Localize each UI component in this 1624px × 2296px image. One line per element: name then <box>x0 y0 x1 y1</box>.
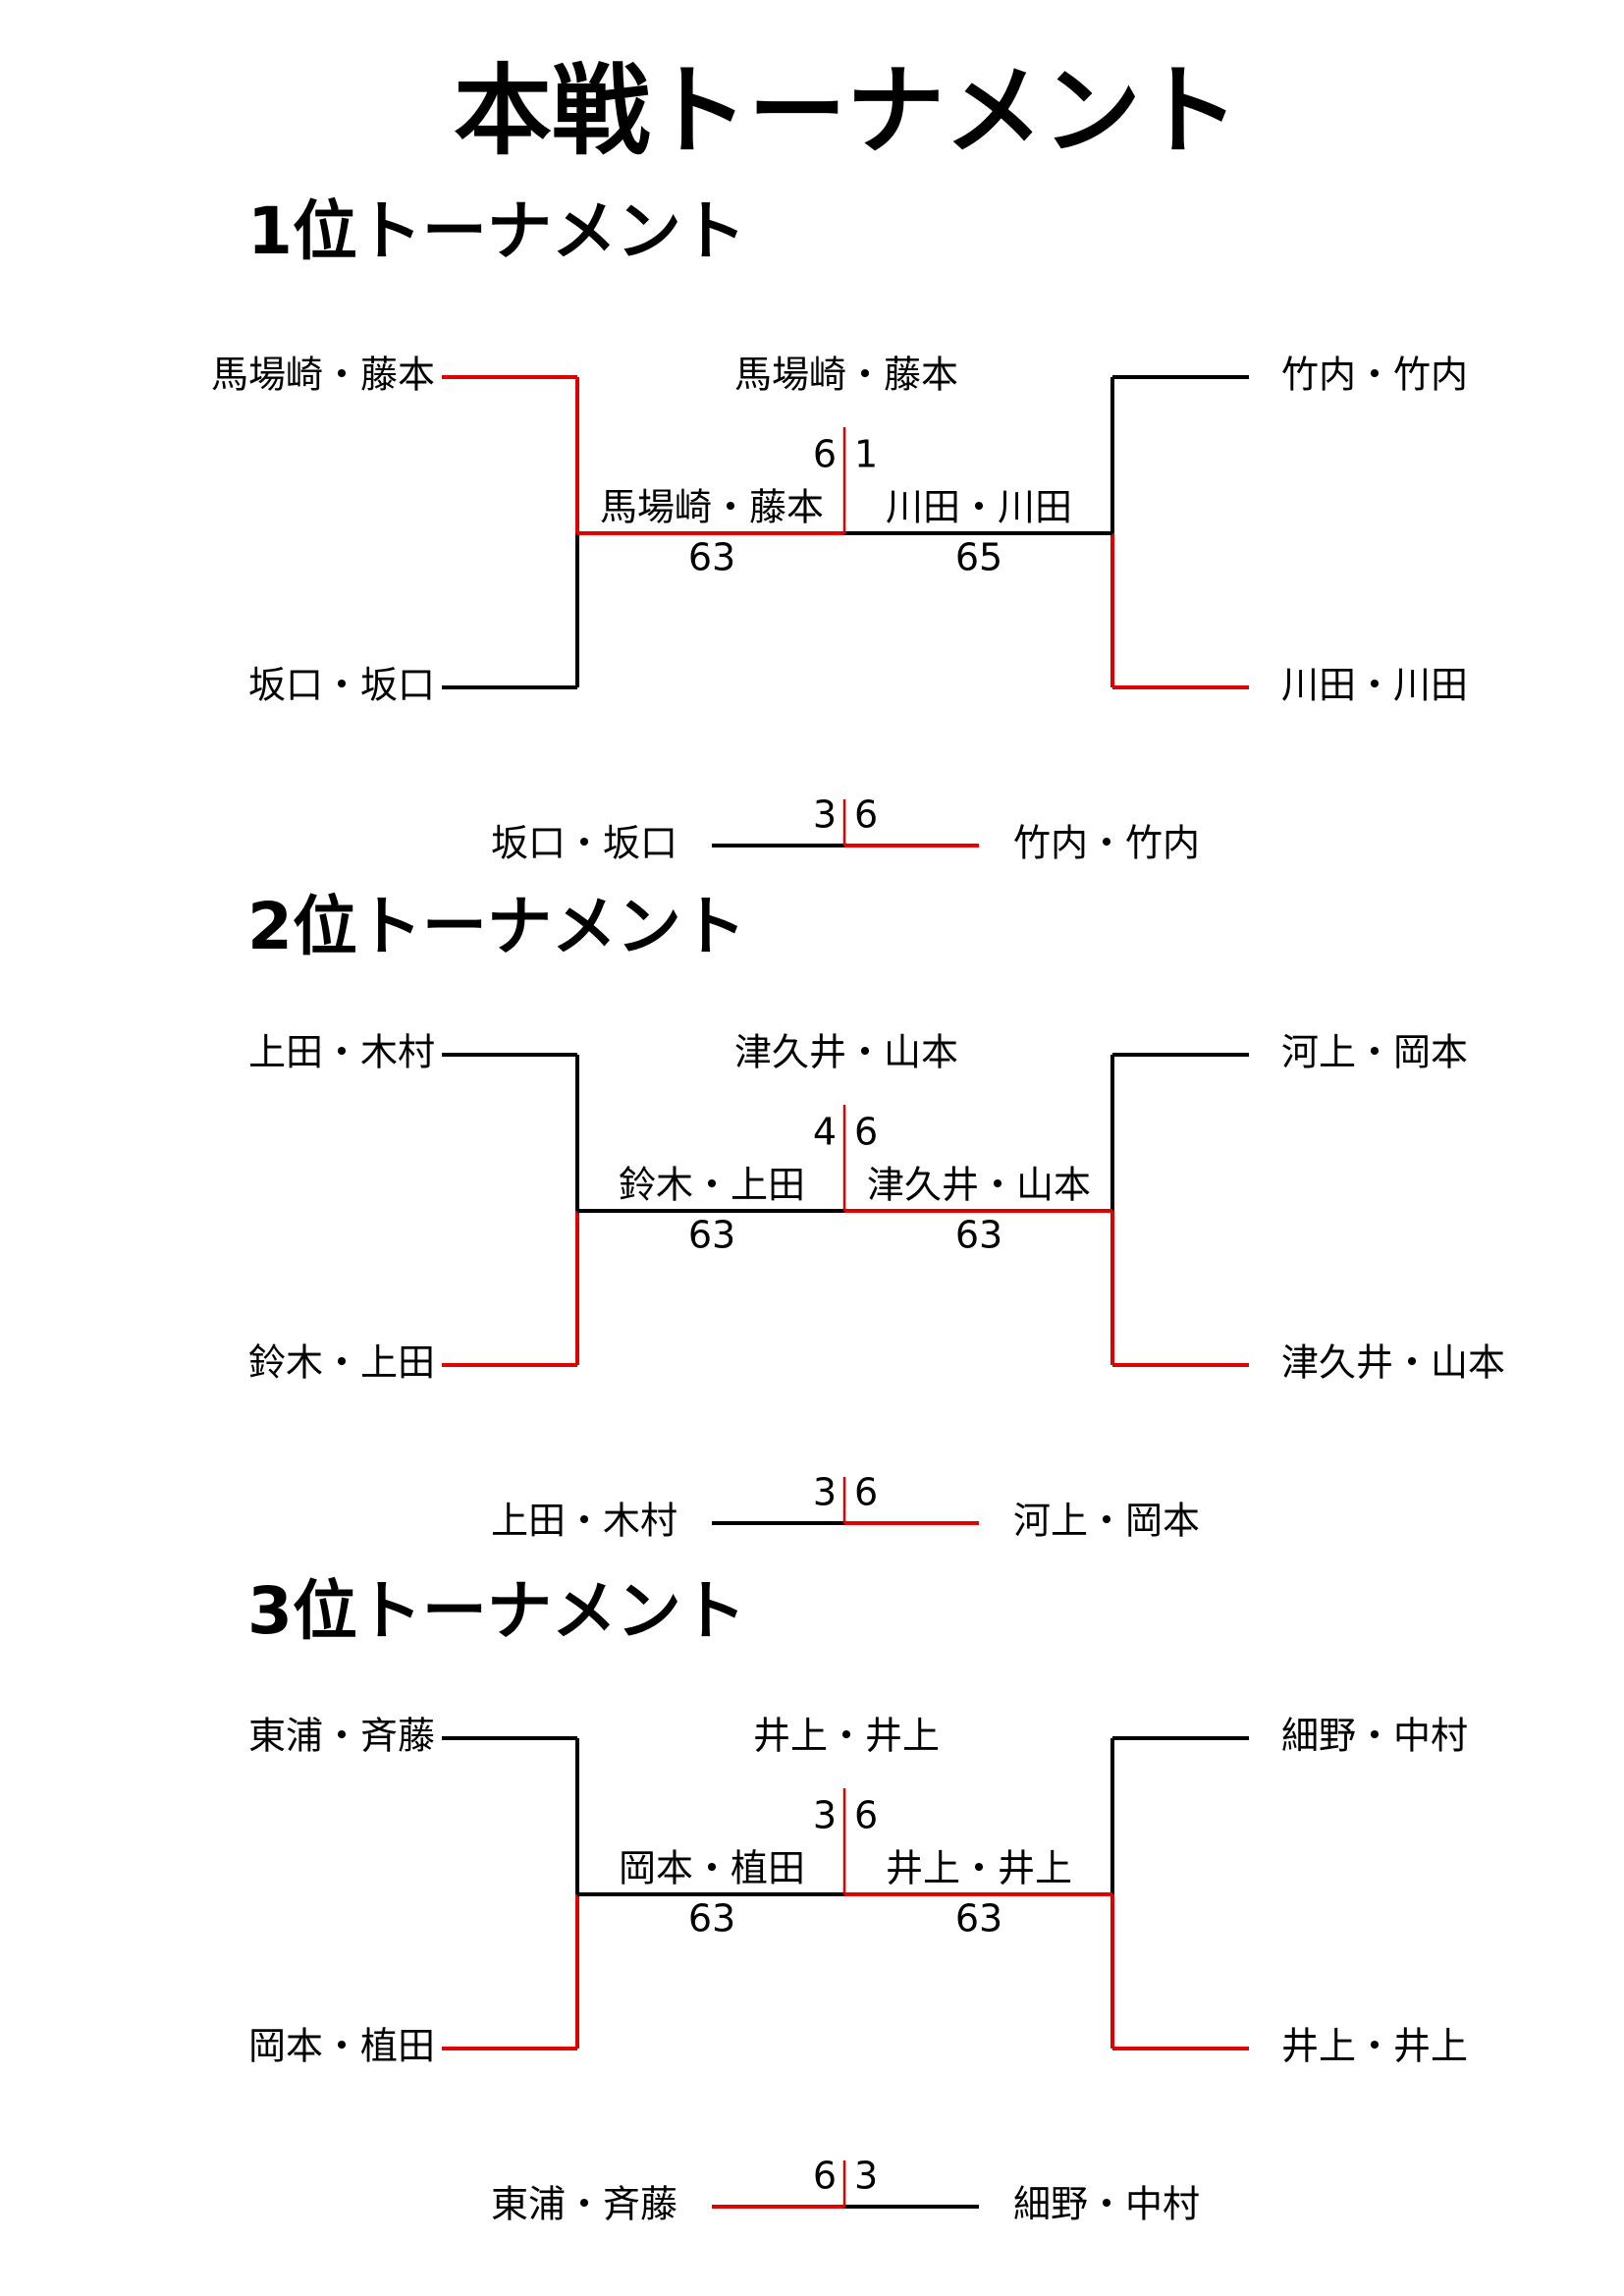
consolation-player-left: 坂口・坂口 <box>491 822 677 865</box>
left-semi-score: 63 <box>688 1897 735 1941</box>
consolation-player-left: 東浦・斉藤 <box>491 2183 677 2226</box>
player-right-bottom: 井上・井上 <box>1281 2025 1468 2068</box>
final-score-right: 6 <box>854 1111 878 1154</box>
player-left-bottom: 坂口・坂口 <box>248 664 435 707</box>
right-semi-winner: 井上・井上 <box>886 1847 1072 1890</box>
section-heading: 2位トーナメント <box>247 889 746 964</box>
page-title: 本戦トーナメント <box>454 53 1239 168</box>
right-semi-score: 65 <box>955 536 1002 579</box>
consolation-score-left: 3 <box>813 793 837 837</box>
consolation-player-right: 竹内・竹内 <box>1013 822 1200 865</box>
player-right-top: 細野・中村 <box>1281 1715 1468 1758</box>
player-right-top: 河上・岡本 <box>1281 1031 1468 1074</box>
consolation-score-left: 3 <box>813 1471 837 1514</box>
section-heading: 1位トーナメント <box>247 193 746 269</box>
left-semi-score: 63 <box>688 1214 735 1257</box>
champion-name: 井上・井上 <box>753 1715 940 1758</box>
player-right-bottom: 津久井・山本 <box>1281 1341 1505 1385</box>
consolation-score-left: 6 <box>813 2155 837 2198</box>
right-semi-winner: 津久井・山本 <box>867 1164 1091 1207</box>
player-left-bottom: 鈴木・上田 <box>248 1341 435 1385</box>
consolation-player-left: 上田・木村 <box>491 1500 677 1543</box>
left-semi-score: 63 <box>688 536 735 579</box>
champion-name: 津久井・山本 <box>734 1031 958 1074</box>
consolation-player-right: 河上・岡本 <box>1013 1500 1200 1543</box>
consolation-score-right: 6 <box>854 1471 878 1514</box>
player-left-top: 上田・木村 <box>248 1031 435 1074</box>
champion-name: 馬場崎・藤本 <box>734 354 958 397</box>
player-left-top: 馬場崎・藤本 <box>211 354 435 397</box>
right-semi-score: 63 <box>955 1214 1002 1257</box>
final-score-left: 3 <box>813 1794 837 1837</box>
player-right-bottom: 川田・川田 <box>1281 664 1468 707</box>
left-semi-winner: 鈴木・上田 <box>619 1164 805 1207</box>
player-left-top: 東浦・斉藤 <box>248 1715 435 1758</box>
consolation-score-right: 3 <box>854 2155 878 2198</box>
final-score-right: 6 <box>854 1794 878 1837</box>
player-right-top: 竹内・竹内 <box>1281 354 1468 397</box>
section-heading: 3位トーナメント <box>247 1573 746 1649</box>
consolation-player-right: 細野・中村 <box>1013 2183 1200 2226</box>
right-semi-winner: 川田・川田 <box>886 486 1072 529</box>
final-score-left: 4 <box>813 1111 837 1154</box>
left-semi-winner: 馬場崎・藤本 <box>600 486 824 529</box>
player-left-bottom: 岡本・植田 <box>248 2025 435 2068</box>
left-semi-winner: 岡本・植田 <box>619 1847 805 1890</box>
consolation-score-right: 6 <box>854 793 878 837</box>
final-score-right: 1 <box>854 433 878 476</box>
final-score-left: 6 <box>813 433 837 476</box>
right-semi-score: 63 <box>955 1897 1002 1941</box>
